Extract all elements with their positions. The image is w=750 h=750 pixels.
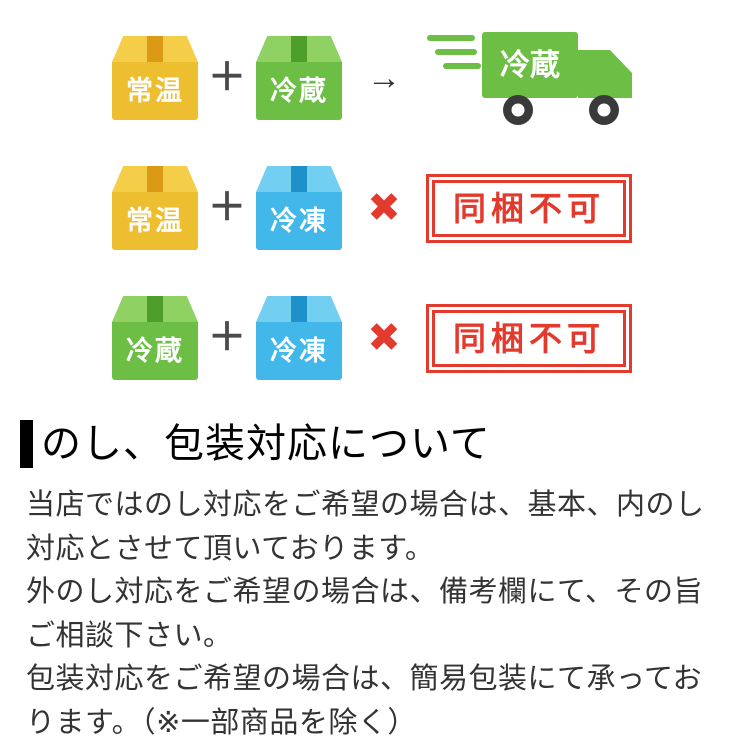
plus-icon: ＋ [207, 57, 246, 99]
heading-accent-bar [20, 420, 33, 468]
no-bundling-stamp: 同梱不可 [426, 173, 632, 243]
delivery-truck-icon: 冷蔵 [427, 32, 632, 125]
combo-row-2: 常温 ＋ 冷凍 ✖ 同梱不可 [0, 156, 750, 260]
plus-icon: ＋ [207, 187, 246, 229]
package-box-chilled-icon: 冷蔵 [256, 36, 342, 120]
body-paragraph: 当店ではのし対応をご希望の場合は、基本、内のし対応とさせて頂いております。 [26, 489, 705, 565]
plus-icon: ＋ [207, 317, 246, 359]
package-box-frozen-icon: 冷凍 [256, 166, 342, 250]
box-lid [112, 166, 198, 192]
combo-row-3: 冷蔵 ＋ 冷凍 ✖ 同梱不可 [0, 286, 750, 390]
box-lid [112, 36, 198, 62]
arrow-right-icon: → [367, 59, 401, 97]
body-paragraph: 外のし対応をご希望の場合は、備考欄にて、その旨ご相談下さい。 [26, 576, 704, 652]
speed-lines-icon [427, 35, 481, 69]
package-box-normal-icon: 常温 [112, 166, 198, 250]
box-lid [256, 296, 342, 322]
package-box-chilled-icon: 冷蔵 [112, 296, 198, 380]
box-label: 冷凍 [270, 205, 328, 236]
box-lid [256, 36, 342, 62]
package-box-frozen-icon: 冷凍 [256, 296, 342, 380]
truck-cargo-label: 冷蔵 [500, 49, 560, 82]
no-bundling-stamp: 同梱不可 [426, 303, 632, 373]
noshi-section-heading: のし、包装対応について [20, 420, 750, 468]
box-label: 冷蔵 [126, 335, 184, 366]
box-lid [256, 166, 342, 192]
box-label: 常温 [126, 205, 184, 236]
noshi-section-body: 当店ではのし対応をご希望の場合は、基本、内のし対応とさせて頂いております。 外の… [26, 484, 708, 745]
stamp-label: 同梱不可 [432, 179, 626, 237]
box-label: 常温 [126, 75, 184, 106]
body-paragraph: 包装対応をご希望の場合は、簡易包装にて承っております。（※一部商品を除く） [26, 663, 703, 739]
cross-icon: ✖ [367, 186, 401, 230]
box-label: 冷凍 [270, 335, 328, 366]
box-lid [112, 296, 198, 322]
package-box-normal-icon: 常温 [112, 36, 198, 120]
page-title: のし、包装対応について [41, 422, 491, 466]
combo-row-1: 常温 ＋ 冷蔵 → [0, 26, 750, 130]
cross-icon: ✖ [367, 316, 401, 360]
stamp-label: 同梱不可 [432, 309, 626, 367]
shipping-combination-diagram: 常温 ＋ 冷蔵 → [0, 0, 750, 390]
box-label: 冷蔵 [270, 75, 328, 106]
